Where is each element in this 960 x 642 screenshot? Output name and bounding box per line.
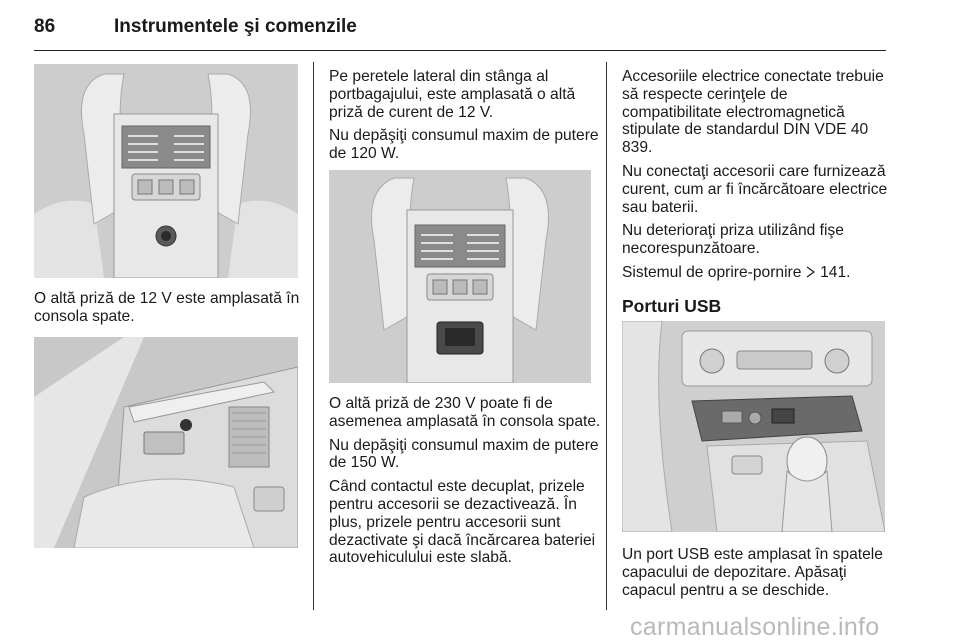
section-heading-usb: Porturi USB bbox=[622, 296, 722, 316]
paragraph-deactivation: Când contactul este decuplat, prizele pe… bbox=[329, 478, 596, 567]
stop-start-text: Sistemul de oprire-pornire bbox=[622, 263, 802, 281]
reference-arrow-icon[interactable] bbox=[806, 264, 820, 281]
rear-console-12v-socket-image bbox=[34, 64, 298, 278]
paragraph-no-damage: Nu deterioraţi priza utilizând fişe neco… bbox=[622, 222, 844, 258]
column3-text-bottom: Un port USB este amplasat în spatele cap… bbox=[622, 546, 894, 605]
column-divider-1 bbox=[313, 62, 315, 610]
trunk-side-wall-socket-image bbox=[34, 337, 298, 548]
paragraph-trunk-socket: Pe peretele lateral din stânga al portba… bbox=[329, 68, 576, 121]
stop-start-page-ref[interactable]: 141. bbox=[820, 263, 851, 281]
column2-text-top: Pe peretele lateral din stânga al portba… bbox=[329, 68, 599, 169]
page-header: 86 Instrumentele şi comenzile bbox=[34, 12, 886, 51]
column-divider-2 bbox=[606, 62, 608, 610]
column3-text-top: Accesoriile electrice conectate trebuie … bbox=[622, 68, 890, 288]
caption-12v-rear-console: O altă priză de 12 V este amplasată în c… bbox=[34, 290, 300, 325]
chapter-title: Instrumentele şi comenzile bbox=[114, 16, 357, 37]
watermark: carmanualsonline.info bbox=[630, 613, 880, 641]
page-number: 86 bbox=[34, 16, 56, 37]
paragraph-emc-requirements: Accesoriile electrice conectate trebuie … bbox=[622, 68, 884, 157]
column2-text-bottom: O altă priză de 230 V poate fi de asemen… bbox=[329, 395, 601, 573]
rear-console-230v-socket-image bbox=[329, 170, 591, 383]
usb-port-storage-image bbox=[622, 321, 885, 532]
paragraph-stop-start-reference: Sistemul de oprire-pornire 141. bbox=[622, 264, 890, 282]
paragraph-max-150w: Nu depăşiţi consumul maxim de putere de … bbox=[329, 436, 599, 472]
paragraph-230v-socket: O altă priză de 230 V poate fi de asemen… bbox=[329, 395, 601, 430]
paragraph-no-current-accessories: Nu conectaţi accesorii care furnizează c… bbox=[622, 162, 888, 216]
paragraph-usb-location: Un port USB este amplasat în spatele cap… bbox=[622, 546, 883, 599]
paragraph-max-120w: Nu depăşiţi consumul maxim de putere de … bbox=[329, 127, 599, 163]
